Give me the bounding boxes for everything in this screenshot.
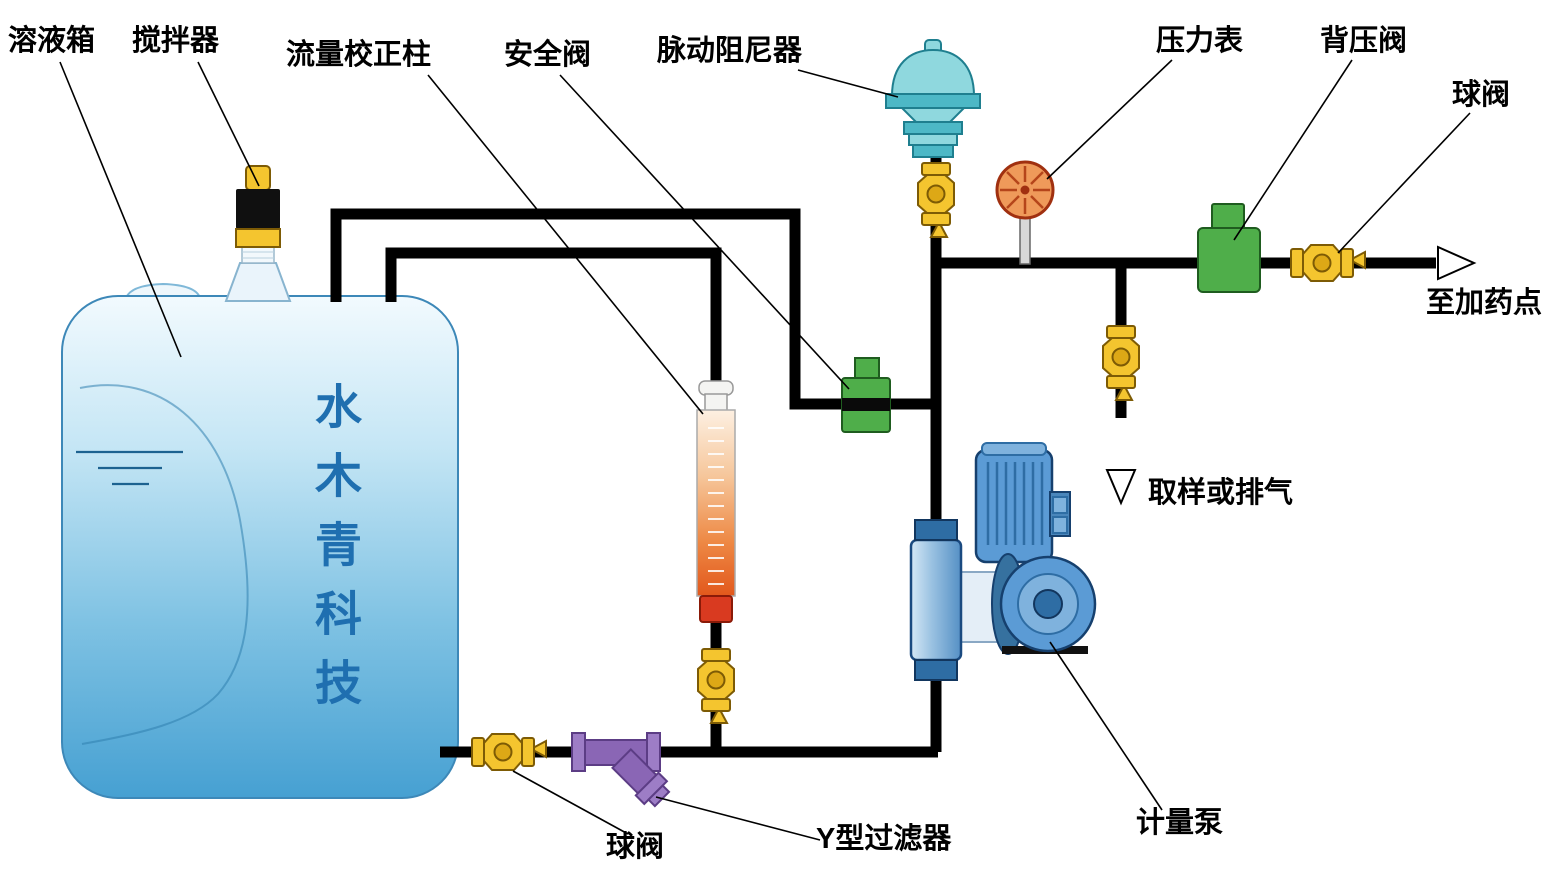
pulsation-dampener [885,39,981,158]
label-dosing-point: 至加药点 [1426,287,1543,319]
agitator-top-cap [245,165,271,191]
tank-body [61,295,459,799]
safety-valve-band [842,398,890,411]
solution-tank [61,262,459,799]
ball-valve-vent [1102,325,1140,401]
tank-brand-text: 水木青科技 [308,382,361,727]
label-ball-valve-top: 球阀 [1452,79,1511,111]
tank-neck [224,262,292,302]
agitator [235,165,281,264]
metering-pump [909,442,1097,681]
pump-head-bottom-nut [914,659,958,681]
agitator-base [235,228,281,248]
dampener-ring-2 [908,133,958,146]
label-dampener: 脉动阻尼器 [657,35,803,67]
strainer-left-flange [571,732,586,772]
label-agitator: 搅拌器 [132,25,220,57]
pump-head-top-nut [914,519,958,541]
label-safety-valve: 安全阀 [504,39,592,71]
pump-motor-fins [986,462,1044,545]
dampener-flange [912,144,954,158]
label-vent: 取样或排气 [1148,477,1294,509]
gauge-spokes [1000,166,1050,214]
flow-calibration-column [696,380,736,623]
strainer-diagonal-leg [611,748,671,808]
leader-ball-valve-bottom [512,770,629,835]
label-flow-column: 流量校正柱 [286,39,432,71]
leader-dampener [797,69,899,98]
column-glass-tube [696,409,736,597]
tank-handle-bump [124,282,202,299]
gauge-stem [1019,213,1031,265]
liquid-level-symbol [76,450,183,486]
leader-safety-valve [559,74,850,390]
gauge-hub [1020,185,1030,195]
back-pressure-body [1197,227,1261,293]
pump-motor-cap [981,442,1047,456]
leader-pressure-gauge [1046,59,1173,180]
leader-flow-column [427,74,704,415]
pump-junction-cell-2 [1052,516,1068,534]
agitator-collar-ridges [242,251,274,259]
dampener-mid-band [885,93,981,109]
leader-y-strainer [655,796,821,841]
pump-head-cylinder [909,538,963,662]
label-solution-tank: 溶液箱 [8,25,96,57]
agitator-collar [241,246,275,264]
back-pressure-bonnet [1211,203,1245,231]
leader-back-pressure [1233,59,1353,241]
pipe-calibration-line [385,247,722,390]
leader-solution-tank [59,61,182,358]
leader-metering-pump [1049,641,1163,811]
column-graduations [708,427,724,585]
column-base-fitting [699,595,733,623]
ball-valve-dampener [917,162,955,238]
pump-volute-hub [1033,589,1063,619]
tank-contour-line [79,384,249,745]
vent-arrow [1105,469,1137,506]
ball-valve-suction [471,733,547,771]
discharge-arrow [1437,245,1477,281]
label-back-pressure: 背压阀 [1320,25,1408,57]
y-strainer [571,732,671,808]
strainer-right-flange [646,732,661,772]
pump-junction-cell-1 [1052,496,1068,514]
safety-valve [841,357,891,433]
label-ball-valve-bottom: 球阀 [606,831,665,863]
agitator-motor-band [236,189,280,229]
ball-valve-discharge [1290,244,1366,282]
column-top-cap [698,380,734,396]
dampener-dome [890,48,976,97]
pressure-gauge [995,160,1055,265]
leader-agitator [197,61,260,187]
leader-lines [59,59,1471,841]
label-pressure-gauge: 压力表 [1156,25,1244,57]
ball-valve-column [697,648,735,724]
dampener-ring-1 [903,121,963,135]
label-y-strainer: Y型过滤器 [816,823,952,855]
leader-ball-valve-top [1337,112,1471,254]
back-pressure-valve [1197,203,1261,293]
safety-valve-bonnet [854,357,880,381]
label-metering-pump: 计量泵 [1136,807,1224,839]
